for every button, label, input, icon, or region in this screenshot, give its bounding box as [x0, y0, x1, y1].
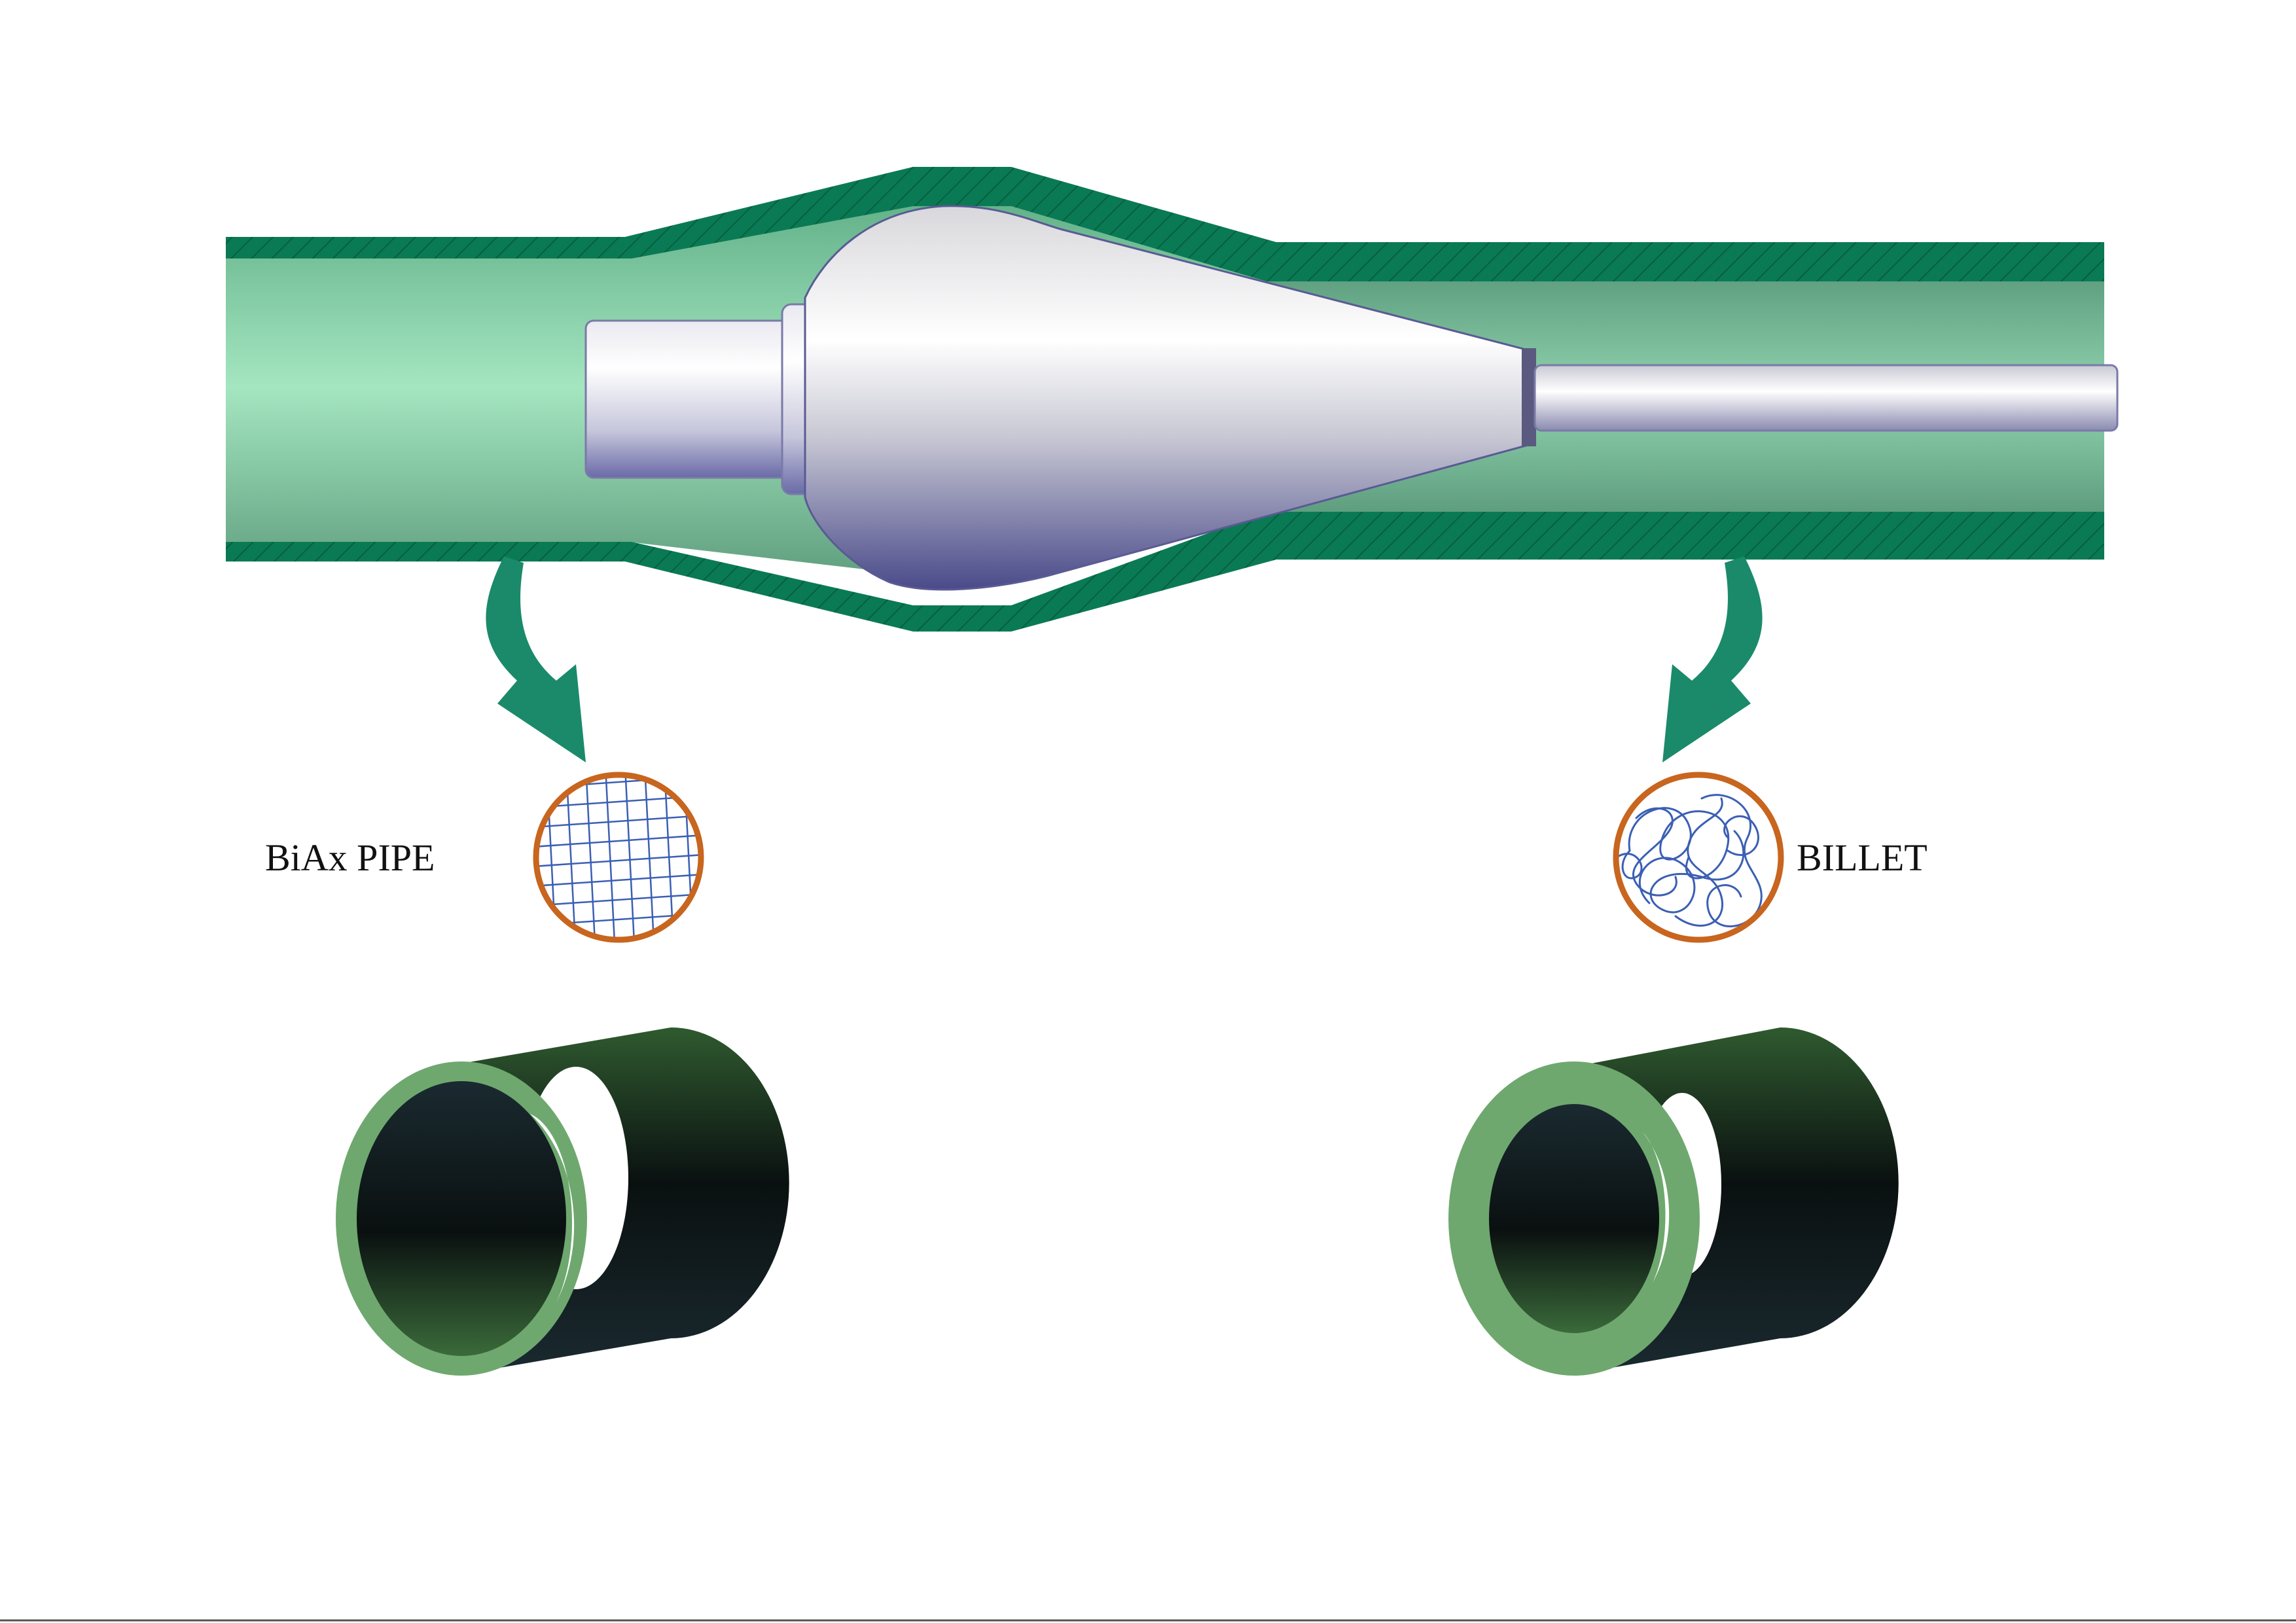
billet-ring-inner: [1489, 1104, 1659, 1333]
biax-ring-see-through: [530, 1114, 575, 1302]
biax-pipe-label: BiAx PIPE: [265, 836, 435, 879]
biax-microstructure: [533, 772, 704, 943]
right-curved-arrow: [1662, 556, 1763, 762]
biax-pipe-ring: [336, 1027, 789, 1376]
left-curved-arrow: [486, 556, 586, 762]
billet-microstructure-ring: [1613, 772, 1784, 943]
mandrel-pilot-cylinder: [584, 319, 797, 479]
biax-microstructure-ring: [533, 772, 704, 943]
biax-ring-inner: [357, 1081, 566, 1356]
billet-ring: [1448, 1027, 1899, 1376]
billet-microstructure: [1613, 772, 1784, 943]
billet-label: BILLET: [1797, 836, 1928, 879]
mandrel-push-rod: [1534, 364, 2119, 432]
pipe-top-wall: [226, 167, 2104, 281]
expansion-mandrel: [584, 205, 2119, 591]
pipe-bottom-wall: [226, 512, 2104, 632]
mandrel-cone-tip: [1522, 348, 1536, 446]
